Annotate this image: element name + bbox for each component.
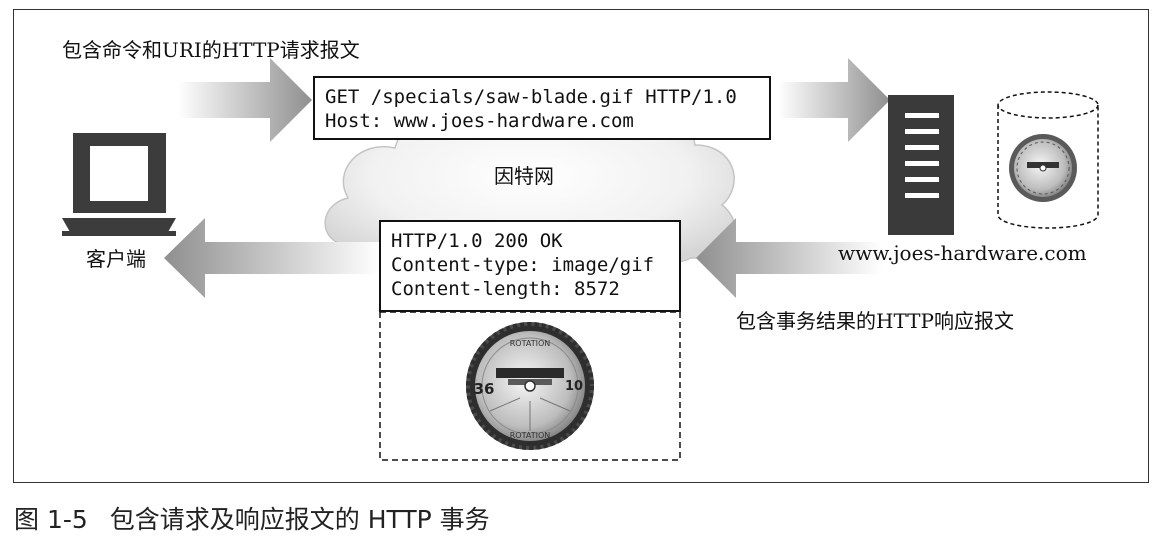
figure-number: 图 1-5 <box>14 505 88 534</box>
server-host-label: www.joes-hardware.com <box>838 241 1087 265</box>
request-arrow-right <box>778 58 890 142</box>
request-caption: 包含命令和URI的HTTP请求报文 <box>62 38 360 62</box>
request-message-box: GET /specials/saw-blade.gif HTTP/1.0 Hos… <box>313 76 771 140</box>
saw-blade-small-icon <box>1009 134 1077 202</box>
response-message-box: HTTP/1.0 200 OK Content-type: image/gif … <box>379 220 681 312</box>
response-status-line: HTTP/1.0 200 OK <box>391 230 563 252</box>
request-line: GET /specials/saw-blade.gif HTTP/1.0 <box>325 86 737 108</box>
blade-tooth-count: 36 <box>474 380 495 398</box>
saw-blade-image: ROTATION ROTATION 36 10 <box>466 322 594 450</box>
response-content-type: Content-type: image/gif <box>391 254 655 276</box>
blade-brand-bottom: ROTATION <box>510 431 551 440</box>
response-content-length: Content-length: 8572 <box>391 278 620 300</box>
figure-caption: 图 1-5 包含请求及响应报文的 HTTP 事务 <box>14 500 490 536</box>
request-host-header: Host: www.joes-hardware.com <box>325 110 634 132</box>
figure-frame <box>13 9 1149 483</box>
client-label: 客户端 <box>86 247 146 271</box>
internet-label: 因特网 <box>494 164 554 188</box>
request-arrow-left <box>178 58 312 142</box>
blade-brand-top: ROTATION <box>510 339 551 348</box>
server-icon <box>888 95 954 235</box>
response-caption: 包含事务结果的HTTP响应报文 <box>736 309 1014 333</box>
blade-diameter: 10 <box>565 379 583 394</box>
figure-title: 包含请求及响应报文的 HTTP 事务 <box>109 505 490 534</box>
client-computer-icon <box>62 133 176 236</box>
response-arrow-left <box>164 218 380 298</box>
response-arrow-right <box>696 218 882 298</box>
